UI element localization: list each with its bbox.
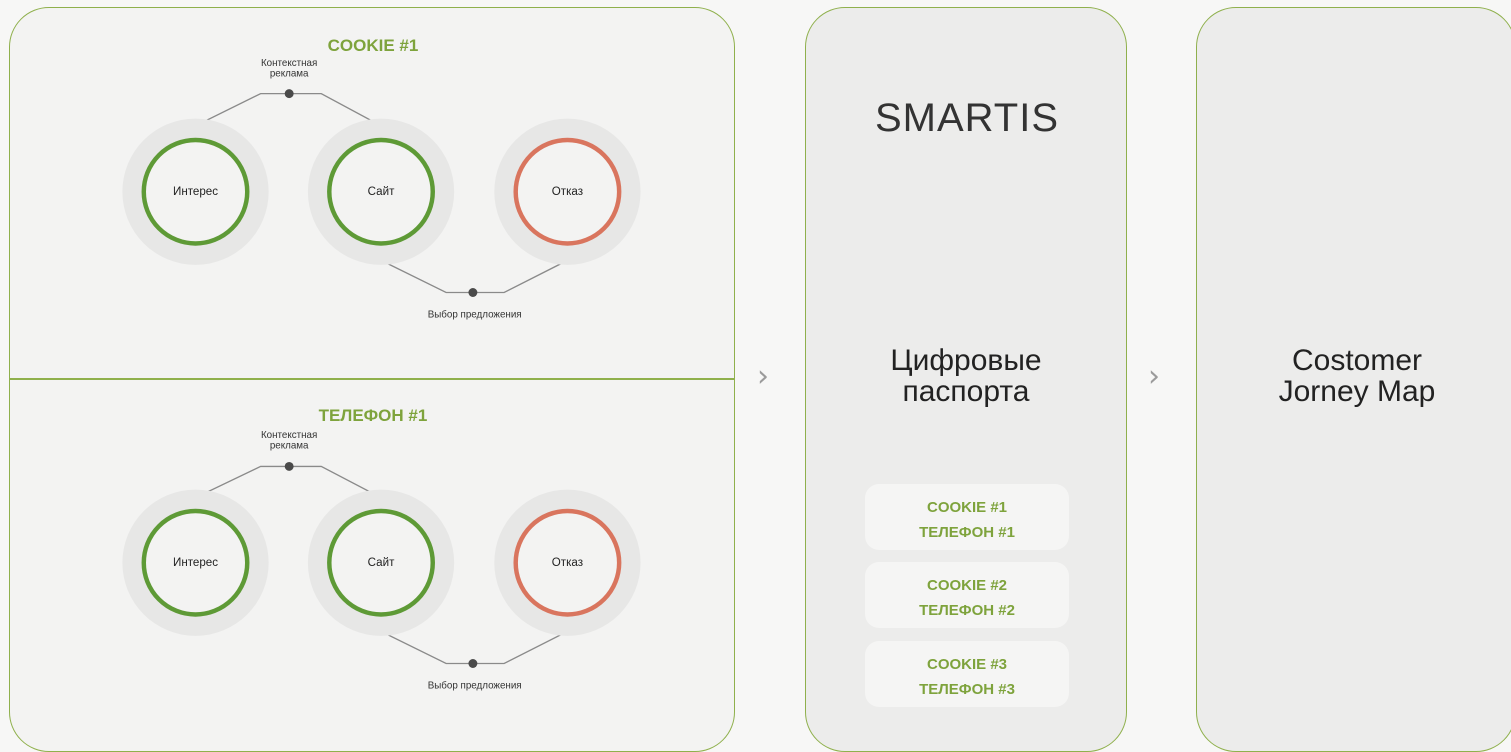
passport-card: COOKIE #1 ТЕЛЕФОН #1 <box>865 484 1069 550</box>
edge-label-offer: Выбор предложения <box>428 309 522 320</box>
node-site <box>327 137 435 246</box>
chevron-right-icon: › <box>1148 359 1160 394</box>
card-cookie: COOKIE #3 <box>926 656 1008 673</box>
card-phone: ТЕЛЕФОН #3 <box>919 681 1015 698</box>
edge-dot <box>284 461 294 471</box>
chevron-right-icon: › <box>757 359 769 394</box>
node-label-site: Сайт <box>368 557 395 569</box>
title-line: паспорта <box>902 375 1030 408</box>
node-label-reject: Отказ <box>552 186 583 198</box>
node-reject <box>513 137 622 246</box>
card-cookie: COOKIE #1 <box>926 499 1008 516</box>
title-line: Jorney Map <box>1278 375 1436 408</box>
edge-label-offer: Выбор предложения <box>428 680 522 691</box>
passport-card: COOKIE #2 ТЕЛЕФОН #2 <box>865 562 1069 628</box>
card-cookie: COOKIE #2 <box>926 577 1008 594</box>
digital-passports-panel: SMARTIS Цифровые паспорта COOKIE #1 ТЕЛЕ… <box>805 7 1127 752</box>
edge-dot <box>468 288 478 297</box>
node-label-reject: Отказ <box>552 557 583 569</box>
cjm-title: Costomer Jorney Map <box>1197 345 1511 407</box>
node-reject <box>513 508 622 617</box>
card-phone: ТЕЛЕФОН #2 <box>919 602 1015 619</box>
edge-dot <box>284 89 294 99</box>
customer-journey-panel: Costomer Jorney Map <box>1196 7 1511 752</box>
node-label-site: Сайт <box>368 186 395 198</box>
title-line: Цифровые <box>890 344 1042 377</box>
passport-card: COOKIE #3 ТЕЛЕФОН #3 <box>865 641 1069 707</box>
node-interest <box>141 508 250 617</box>
section-title-phone: ТЕЛЕФОН #1 <box>318 406 428 425</box>
node-label-interest: Интерес <box>173 557 218 569</box>
node-interest <box>141 137 250 246</box>
title-line: Costomer <box>1291 344 1423 377</box>
section-divider <box>10 378 734 380</box>
digital-passports-title: Цифровые паспорта <box>806 345 1126 407</box>
edge-dot <box>468 659 478 668</box>
smartis-logo: SMARTIS <box>874 96 1060 140</box>
node-site <box>327 508 435 617</box>
node-label-interest: Интерес <box>173 186 218 198</box>
section-title-cookie: COOKIE #1 <box>327 36 419 55</box>
card-phone: ТЕЛЕФОН #1 <box>919 524 1015 541</box>
